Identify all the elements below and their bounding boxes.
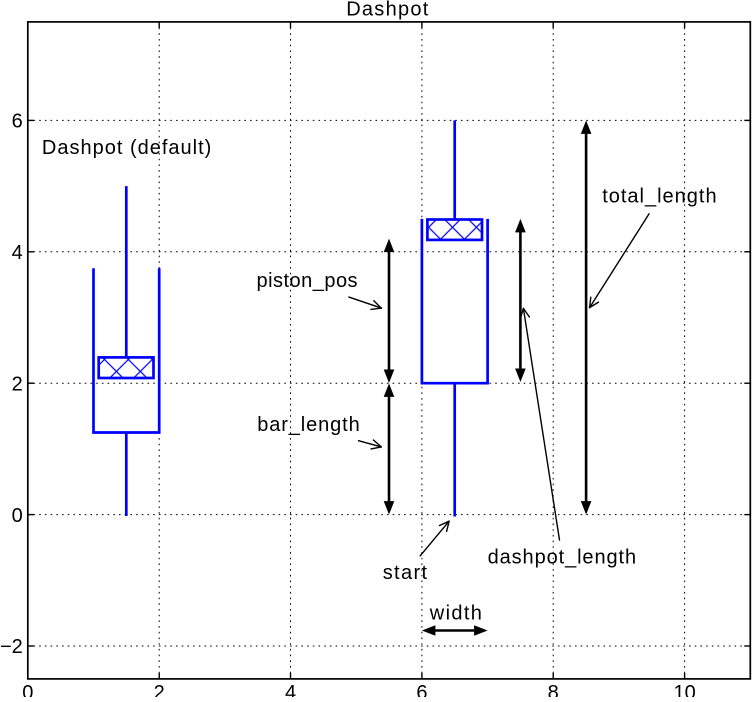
svg-text:start: start (383, 562, 429, 584)
svg-text:total_length: total_length (602, 185, 717, 207)
svg-text:6: 6 (416, 682, 427, 697)
svg-text:Dashpot: Dashpot (346, 0, 429, 20)
svg-text:bar_length: bar_length (257, 414, 360, 436)
svg-text:2: 2 (154, 682, 165, 697)
svg-text:dashpot_length: dashpot_length (488, 547, 637, 569)
svg-text:0: 0 (12, 505, 23, 527)
svg-text:4: 4 (12, 242, 23, 264)
svg-text:−2: −2 (0, 636, 23, 658)
svg-text:4: 4 (285, 682, 296, 697)
svg-text:piston_pos: piston_pos (257, 270, 359, 292)
svg-text:width: width (429, 603, 483, 625)
svg-text:Dashpot (default): Dashpot (default) (42, 137, 212, 159)
svg-text:0: 0 (22, 682, 33, 697)
svg-text:6: 6 (12, 111, 23, 133)
svg-text:2: 2 (12, 373, 23, 395)
svg-text:10: 10 (673, 682, 695, 697)
svg-text:8: 8 (548, 682, 559, 697)
